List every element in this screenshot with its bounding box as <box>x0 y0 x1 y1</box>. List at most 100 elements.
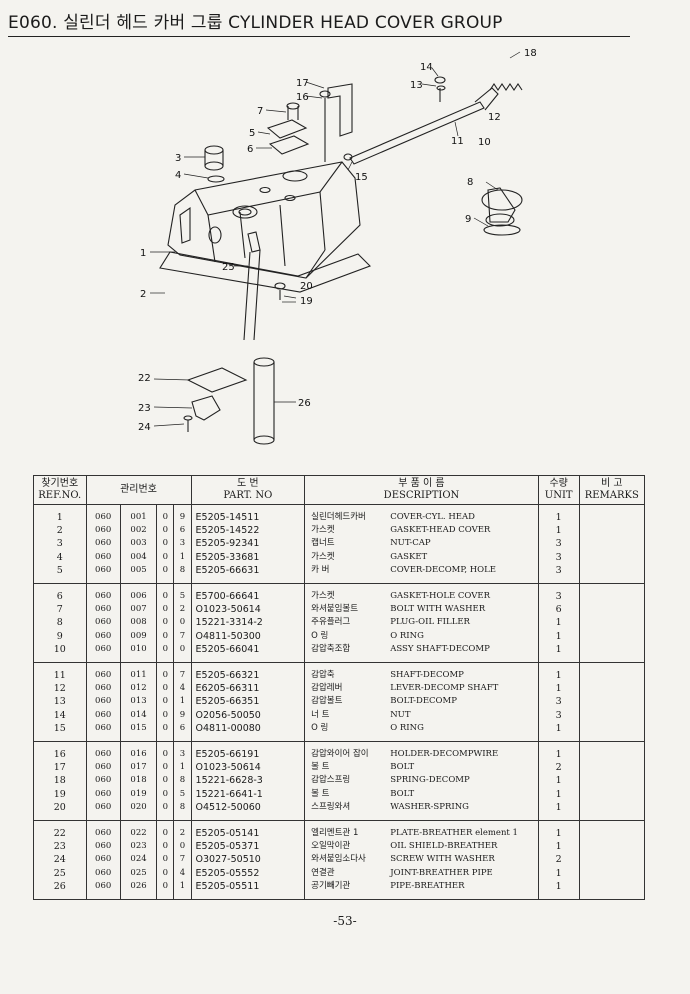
mgmt-cell: 023 <box>119 840 158 854</box>
description-cell: BOLT <box>388 787 539 801</box>
qty-cell: 1 <box>537 879 580 901</box>
callout-25: 25 <box>222 262 235 273</box>
qty-cell: 1 <box>537 642 580 664</box>
part-no-cell: 15221-6641-1 <box>190 787 306 801</box>
mgmt-cell: 024 <box>119 853 158 867</box>
mgmt-cell: 0 <box>156 682 175 696</box>
mgmt-cell: 0 <box>156 840 175 854</box>
mgmt-cell: 2 <box>173 603 192 617</box>
qty-cell: 1 <box>537 524 580 538</box>
mgmt-cell: 060 <box>85 879 121 901</box>
part-no-cell: E5205-66191 <box>190 741 306 762</box>
description-cell: NUT <box>388 708 539 722</box>
mgmt-cell: 060 <box>85 603 121 617</box>
korean-name-cell: 카 버 <box>304 563 389 585</box>
part-no-cell: E5205-14522 <box>190 524 306 538</box>
ref-cell: 7 <box>33 603 87 617</box>
korean-name-cell: 볼 트 <box>304 787 389 801</box>
remarks-cell <box>578 879 646 901</box>
mgmt-cell: 060 <box>85 682 121 696</box>
mgmt-cell: 060 <box>85 524 121 538</box>
mgmt-cell: 0 <box>156 866 175 880</box>
mgmt-cell: 0 <box>156 820 175 841</box>
callout-4: 4 <box>175 170 181 181</box>
callout-13: 13 <box>410 80 423 91</box>
part-no-cell: O4512-50060 <box>190 800 306 822</box>
qty-cell: 1 <box>537 741 580 762</box>
mgmt-cell: 060 <box>85 563 121 585</box>
mgmt-cell: 025 <box>119 866 158 880</box>
qty-cell: 1 <box>537 820 580 841</box>
description-cell: OIL SHIELD-BREATHER <box>388 840 539 854</box>
ref-cell: 15 <box>33 721 87 743</box>
description-cell: BOLT <box>388 761 539 775</box>
mgmt-cell: 060 <box>85 853 121 867</box>
mgmt-cell: 0 <box>156 879 175 901</box>
callout-12: 12 <box>488 112 501 123</box>
ref-cell: 20 <box>33 800 87 822</box>
part-no-cell: O1023-50614 <box>190 603 306 617</box>
part-no-cell: E5205-92341 <box>190 537 306 551</box>
part-no-cell: E5205-66321 <box>190 662 306 683</box>
qty-cell: 1 <box>537 504 580 525</box>
mgmt-cell: 5 <box>173 787 192 801</box>
mgmt-cell: 7 <box>173 629 192 643</box>
part-no-cell: E5205-66041 <box>190 642 306 664</box>
ref-cell: 18 <box>33 774 87 788</box>
part-no-cell: E5205-66631 <box>190 563 306 585</box>
part-no-cell: O4811-00080 <box>190 721 306 743</box>
mgmt-cell: 6 <box>173 524 192 538</box>
remarks-cell <box>578 741 646 762</box>
ref-cell: 13 <box>33 695 87 709</box>
mgmt-cell: 6 <box>173 721 192 743</box>
mgmt-cell: 060 <box>85 820 121 841</box>
callout-18: 18 <box>524 48 537 59</box>
part-no-cell: O4811-50300 <box>190 629 306 643</box>
mgmt-cell: 060 <box>85 721 121 743</box>
qty-cell: 2 <box>537 761 580 775</box>
part-no-cell: O3027-50510 <box>190 853 306 867</box>
mgmt-cell: 060 <box>85 840 121 854</box>
mgmt-cell: 0 <box>156 504 175 525</box>
korean-name-cell: 볼 트 <box>304 761 389 775</box>
remarks-cell <box>578 504 646 525</box>
mgmt-cell: 0 <box>156 583 175 604</box>
mgmt-cell: 017 <box>119 761 158 775</box>
mgmt-cell: 0 <box>156 524 175 538</box>
mgmt-cell: 015 <box>119 721 158 743</box>
qty-cell: 3 <box>537 583 580 604</box>
korean-name-cell: O 링 <box>304 629 389 643</box>
header-mgmt: 관리번호 <box>85 475 192 505</box>
page-title: E060. 실린더 헤드 카버 그룹 CYLINDER HEAD COVER G… <box>8 13 503 33</box>
callout-11: 11 <box>451 136 464 147</box>
ref-cell: 2 <box>33 524 87 538</box>
mgmt-cell: 7 <box>173 662 192 683</box>
remarks-cell <box>578 642 646 664</box>
description-cell: LEVER-DECOMP SHAFT <box>388 682 539 696</box>
callout-3: 3 <box>175 153 181 164</box>
remarks-cell <box>578 524 646 538</box>
title-rule <box>8 36 630 37</box>
korean-name-cell: 가스켓 <box>304 524 389 538</box>
description-cell: SCREW WITH WASHER <box>388 853 539 867</box>
mgmt-cell: 060 <box>85 662 121 683</box>
callout-14: 14 <box>420 62 433 73</box>
description-cell: BOLT-DECOMP <box>388 695 539 709</box>
remarks-cell <box>578 800 646 822</box>
korean-name-cell: O 링 <box>304 721 389 743</box>
mgmt-cell: 0 <box>156 695 175 709</box>
description-cell: GASKET-HEAD COVER <box>388 524 539 538</box>
